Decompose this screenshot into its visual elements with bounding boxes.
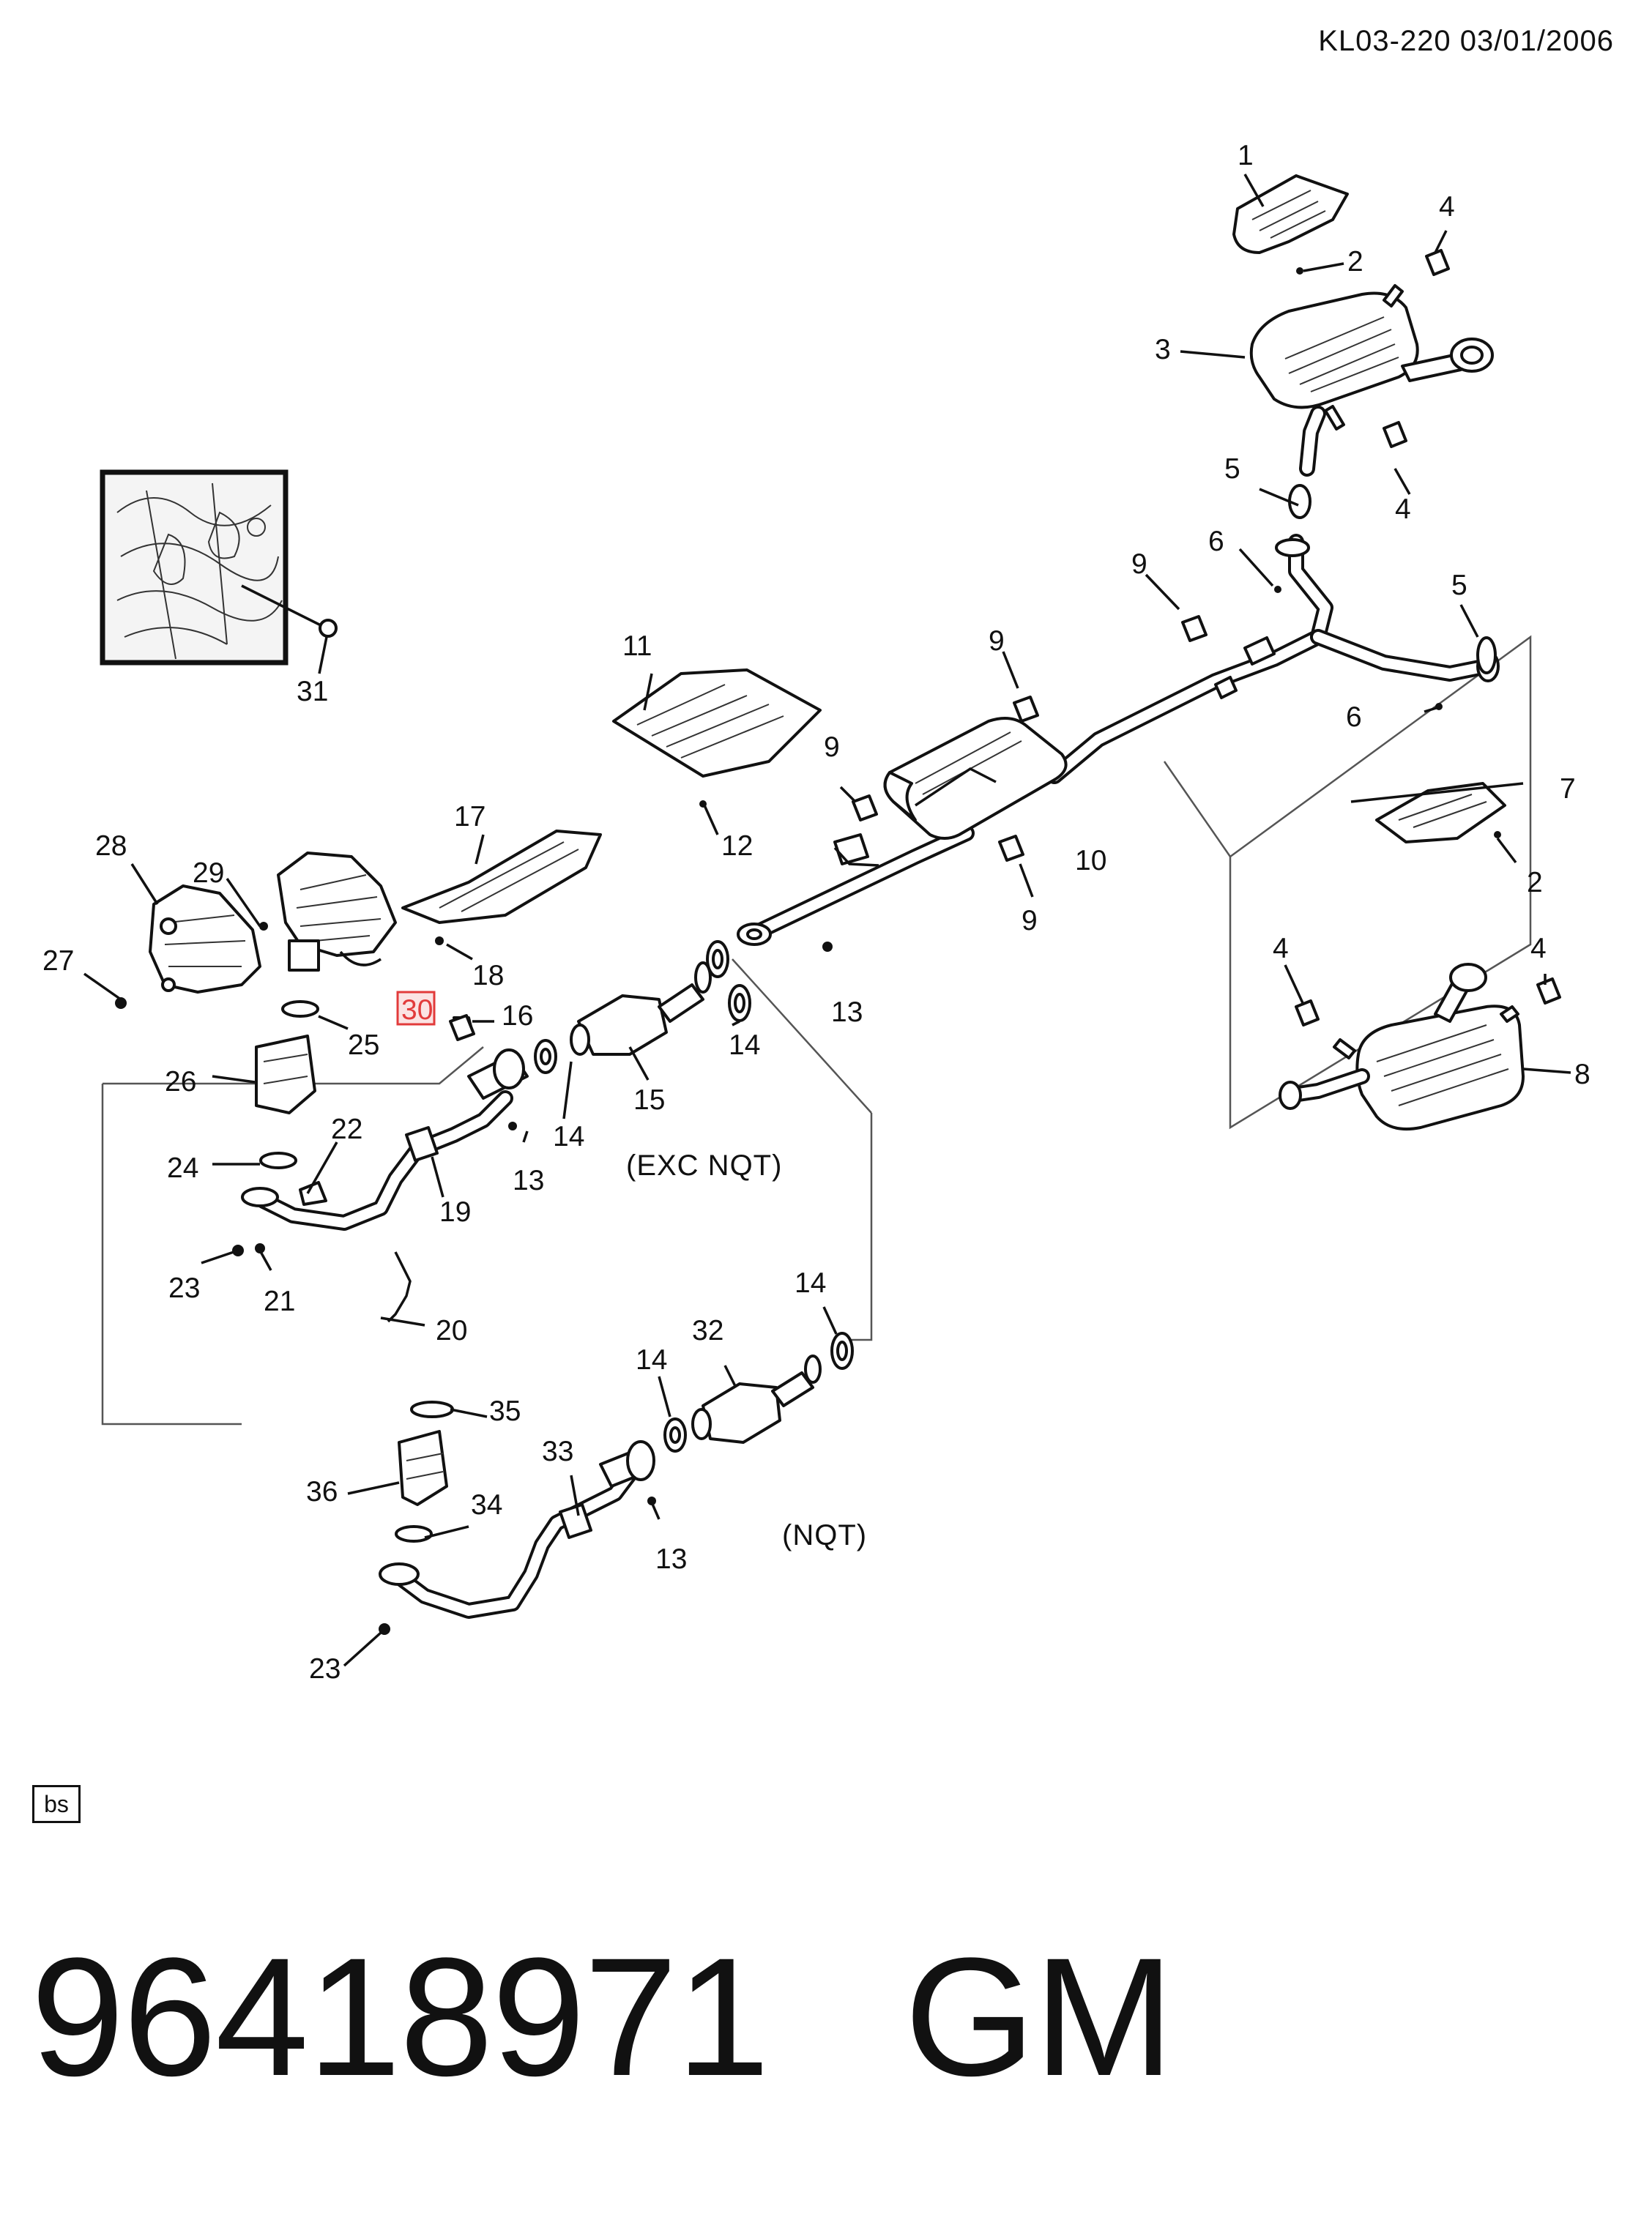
callout-labels: 1 2 4 3 4 5 6 9 5 6 9 9 9 10 7 2 4 4 8 1… [42, 140, 1590, 1685]
exhaust-pipe-main [737, 406, 1500, 946]
callout-4: 4 [1395, 493, 1411, 525]
callout-9: 9 [989, 625, 1005, 657]
highlight-box [396, 991, 436, 1026]
callout-29: 29 [193, 857, 224, 889]
note-exc-nqt: (EXC NQT) [626, 1150, 782, 1182]
callout-4: 4 [1273, 933, 1289, 964]
callout-15: 15 [633, 1084, 665, 1116]
inset-engine-view [100, 469, 338, 674]
callout-7: 7 [1560, 773, 1576, 805]
callout-3: 3 [1155, 334, 1171, 365]
callout-13: 13 [831, 996, 863, 1028]
footer-part-number: 96418971 GM [31, 1933, 1175, 2101]
callout-23: 23 [309, 1653, 341, 1685]
callout-27: 27 [42, 945, 74, 977]
callout-31: 31 [297, 676, 328, 707]
callout-23: 23 [168, 1273, 200, 1304]
callout-28: 28 [95, 830, 127, 862]
callout-14: 14 [729, 1029, 760, 1061]
assembly-outlines [101, 635, 1532, 1426]
callout-22: 22 [331, 1114, 362, 1145]
callout-36: 36 [306, 1476, 338, 1508]
converter-assembly-nqt [379, 1332, 854, 1619]
callout-24: 24 [167, 1152, 198, 1184]
callout-10: 10 [1075, 845, 1106, 876]
callout-2: 2 [1527, 867, 1543, 898]
heat-shields [401, 174, 1506, 924]
diagram-code: KL03-220 03/01/2006 [1318, 25, 1614, 57]
part-number: 96418971 [31, 1923, 770, 2111]
callout-34: 34 [471, 1489, 502, 1521]
callout-20: 20 [436, 1315, 467, 1346]
callout-4: 4 [1530, 933, 1547, 964]
converter-assembly-exc-nqt [241, 940, 729, 1323]
callout-5: 5 [1224, 453, 1240, 485]
callout-14: 14 [636, 1344, 667, 1376]
callout-4: 4 [1439, 191, 1455, 223]
callout-12: 12 [721, 830, 753, 862]
callout-9: 9 [824, 731, 840, 763]
callout-17: 17 [454, 801, 485, 832]
small-hardware [115, 249, 1561, 1635]
callout-2: 2 [1347, 246, 1363, 277]
callout-6: 6 [1346, 701, 1362, 733]
callout-14: 14 [553, 1121, 584, 1152]
callout-19: 19 [439, 1196, 471, 1228]
callout-1: 1 [1238, 140, 1254, 171]
bs-tag: bs [32, 1785, 81, 1823]
callout-5: 5 [1451, 570, 1467, 601]
callout-13: 13 [655, 1543, 687, 1575]
callout-18: 18 [472, 960, 504, 991]
center-resonator [833, 717, 1068, 867]
callout-33: 33 [542, 1436, 573, 1467]
callout-14: 14 [795, 1267, 826, 1299]
callout-11: 11 [622, 630, 652, 662]
callout-26: 26 [165, 1066, 196, 1098]
note-nqt: (NQT) [782, 1519, 867, 1551]
callout-8: 8 [1574, 1059, 1590, 1090]
callout-16: 16 [502, 1000, 533, 1032]
callout-9: 9 [1022, 905, 1038, 936]
rear-muffler-lower [1279, 963, 1525, 1131]
brand-label: GM [904, 1923, 1174, 2111]
callout-30-highlighted: 30 [401, 994, 433, 1026]
callout-21: 21 [264, 1286, 295, 1317]
rear-muffler-upper [1249, 284, 1494, 431]
callout-25: 25 [348, 1029, 379, 1061]
callout-6: 6 [1208, 526, 1224, 557]
callout-13: 13 [513, 1165, 544, 1196]
callout-32: 32 [692, 1315, 723, 1346]
callout-9: 9 [1131, 548, 1147, 580]
exhaust-manifold [149, 852, 397, 1018]
callout-35: 35 [489, 1396, 521, 1427]
leader-lines [83, 174, 1571, 1667]
